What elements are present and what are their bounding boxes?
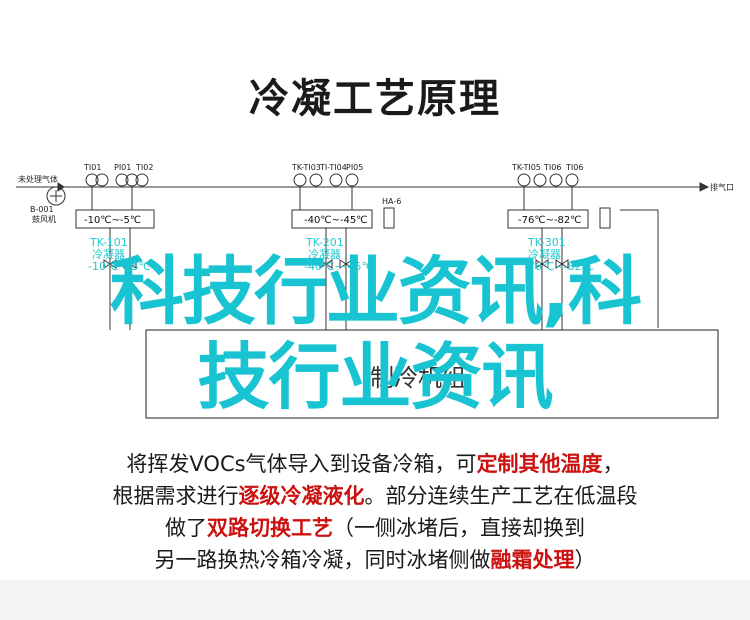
description-text: ， xyxy=(602,452,624,476)
stage3-tag: TK-301 xyxy=(527,236,566,249)
stage3-instrument: TK-TI05 xyxy=(511,163,541,172)
description-text: ） xyxy=(574,548,596,572)
stage1-line: 冷凝器 xyxy=(92,247,125,261)
stage3-line: -76℃~-82℃ xyxy=(524,260,594,273)
description-line: 做了双路切换工艺（一侧冰堵后，直接却换到 xyxy=(30,512,720,544)
stage3-instrument: TI06 xyxy=(543,163,561,172)
stage3-temp: -76℃~-82℃ xyxy=(518,215,582,226)
refrigeration-unit-box xyxy=(145,329,719,419)
stage2-instrument: PI05 xyxy=(346,163,363,172)
stage1-temp: -10℃~-5℃ xyxy=(84,215,141,226)
stage3-line: 冷凝器 xyxy=(528,247,561,261)
description-text: 另一路换热冷箱冷凝，同时冰堵侧做 xyxy=(154,548,491,572)
watermark-line-2: 技行业资讯 xyxy=(197,335,553,419)
stage2-instrument: TI-TI04 xyxy=(319,163,347,172)
stage1-tag: TK-101 xyxy=(89,236,128,249)
description-text: 做了 xyxy=(165,516,207,540)
description-line: 根据需求进行逐级冷凝液化。部分连续生产工艺在低温段 xyxy=(30,480,720,512)
stage3-instrument: TI06 xyxy=(565,163,583,172)
bottom-band xyxy=(0,580,750,620)
description-highlight: 双路切换工艺 xyxy=(207,516,333,540)
page-card xyxy=(0,0,750,580)
description-text: （一侧冰堵后，直接却换到 xyxy=(333,516,585,540)
watermark-line-1: 科技行业资讯,科 xyxy=(109,249,642,335)
fan-icon xyxy=(46,186,66,206)
outlet-label: 排气口 xyxy=(710,182,734,192)
stage1-instrument: PI01 xyxy=(114,163,131,172)
description-highlight: 逐级冷凝液化 xyxy=(238,484,365,508)
fan-id: B-001 xyxy=(30,205,54,214)
page-title: 冷凝工艺原理 xyxy=(249,76,501,122)
stage2-line: -40℃~-45℃ xyxy=(304,260,374,273)
description-line: 将挥发VOCs气体导入到设备冷箱，可定制其他温度， xyxy=(30,448,720,480)
inlet-label: 未处理气体 xyxy=(18,174,58,184)
outlet-arrow-icon xyxy=(699,182,710,192)
stage1-instrument: TI01 xyxy=(83,163,101,172)
stage2-temp: -40℃~-45℃ xyxy=(304,215,368,226)
stage1-instrument: TI02 xyxy=(135,163,153,172)
description-line: 另一路换热冷箱冷凝，同时冰堵侧做融霜处理） xyxy=(30,544,720,576)
stage2-subtag: HA-6 xyxy=(382,197,401,206)
process-diagram: 未处理气体 B-001 鼓风机 排气口 TI01 PI01 TI02 -10℃~… xyxy=(16,163,734,419)
description-text: 根据需求进行 xyxy=(112,484,239,508)
description-text: 。部分连续生产工艺在低温段 xyxy=(364,484,638,508)
description-text: 将挥发VOCs气体导入到设备冷箱，可 xyxy=(126,452,477,476)
fan-label: 鼓风机 xyxy=(32,214,56,224)
stage2-line: 冷凝器 xyxy=(308,247,341,261)
stage2-tag: TK-201 xyxy=(305,236,344,249)
description-highlight: 定制其他温度 xyxy=(476,452,603,476)
description-paragraph: 将挥发VOCs气体导入到设备冷箱，可定制其他温度， 根据需求进行逐级冷凝液化。部… xyxy=(30,448,720,576)
refrigeration-unit-label: 制冷机组 xyxy=(370,364,466,392)
description-highlight: 融霜处理 xyxy=(490,548,575,572)
stage1-line: -10℃~-5℃ xyxy=(88,260,151,273)
stage2-instrument: TK-TI03 xyxy=(291,163,321,172)
